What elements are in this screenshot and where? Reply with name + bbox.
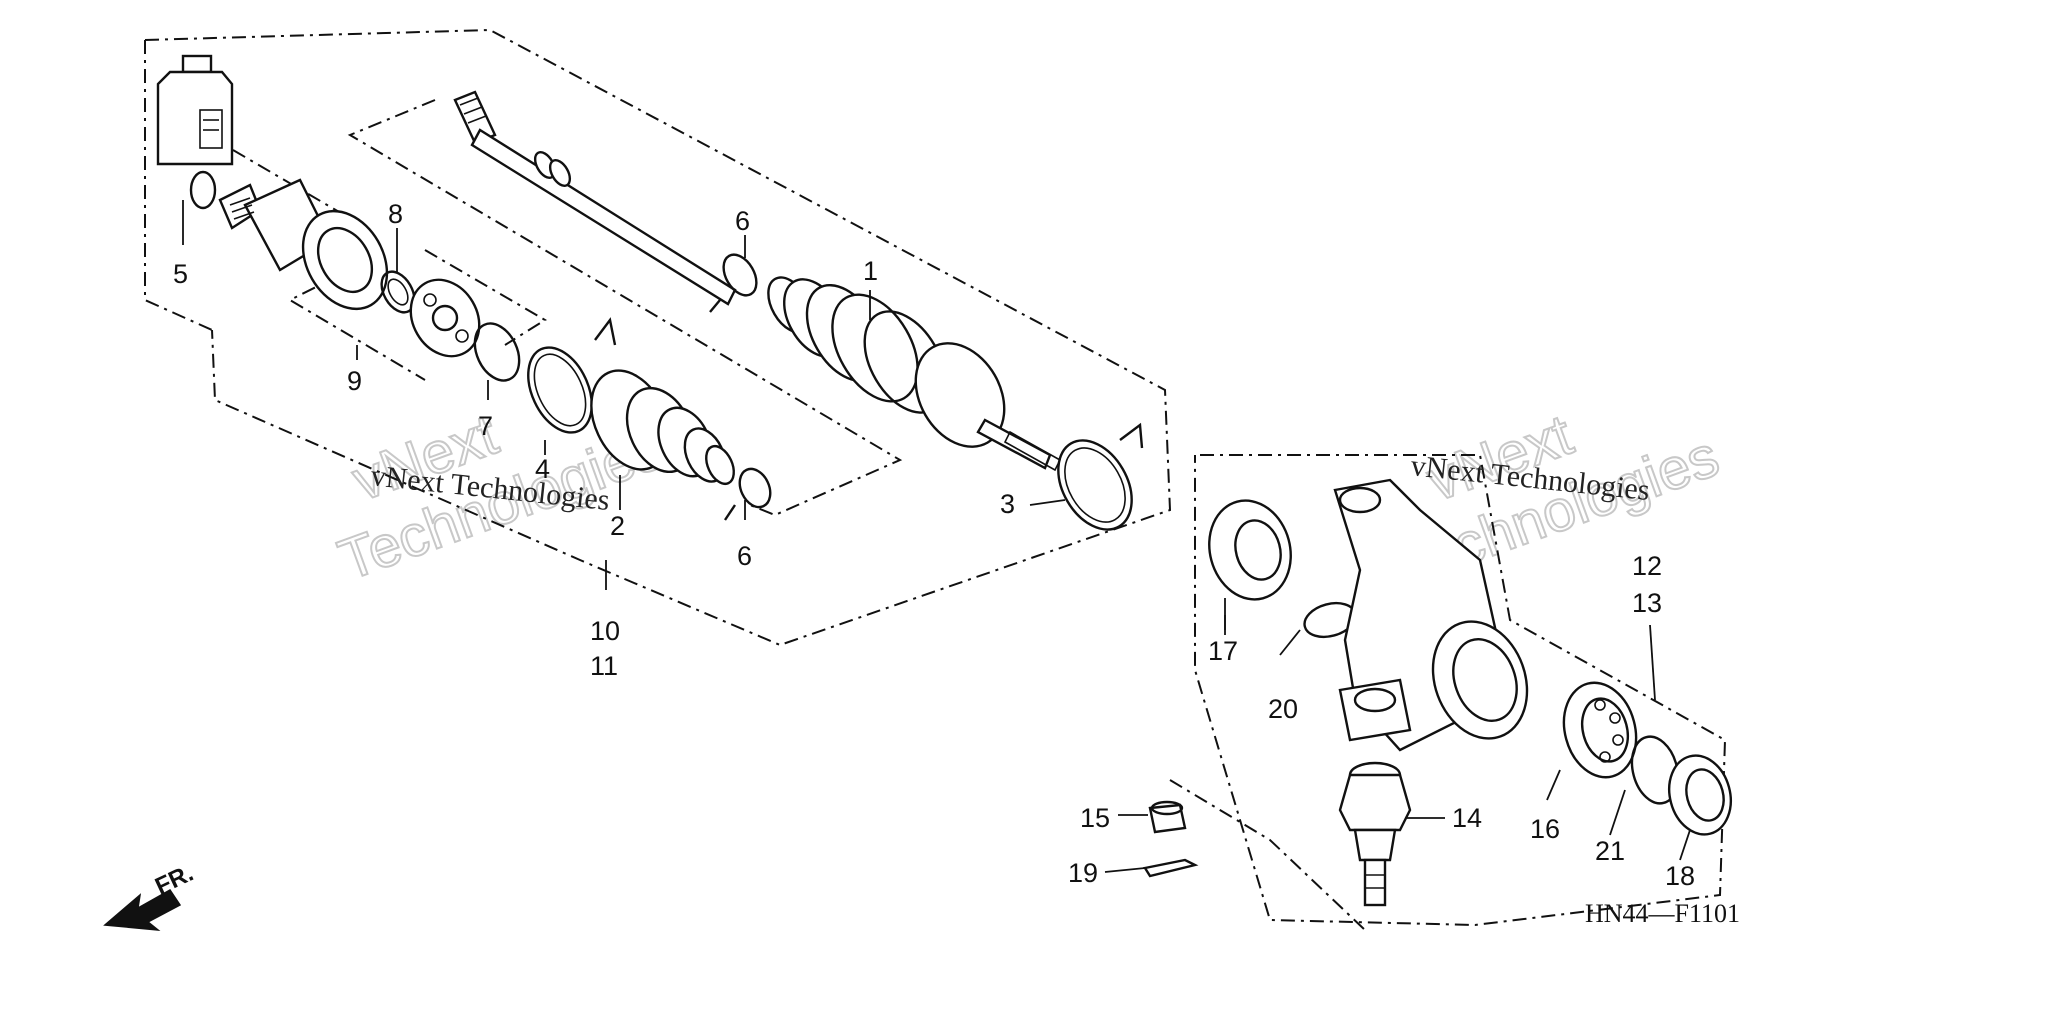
- callout-10: 10: [590, 616, 620, 646]
- part-8-circlip: [380, 270, 416, 314]
- part-1-driveshaft: [453, 90, 1062, 472]
- part-4-boot-band: [527, 317, 617, 434]
- group-outline-knuckle: [1194, 454, 1727, 927]
- part-3-boot-band-large: [1057, 422, 1144, 531]
- part-18-oil-seal: [1668, 754, 1732, 836]
- part-9-inner-joint-housing: [218, 178, 389, 311]
- callout-19: 19: [1068, 858, 1098, 888]
- callout-18: 18: [1665, 861, 1695, 891]
- callout-16: 16: [1530, 814, 1560, 844]
- part-19-cotter-pin: [1143, 858, 1199, 878]
- knuckle-body: [1333, 478, 1529, 752]
- part-9-tripod-spider: [409, 278, 481, 358]
- front-direction-label: FR.: [151, 860, 197, 901]
- callout-9: 9: [347, 366, 362, 396]
- callout-3: 3: [1000, 489, 1015, 519]
- callout-7: 7: [478, 411, 493, 441]
- callout-labels: 1 2 3 4 5 6 6 7 8 9 10 11 12 13 14 15 16…: [173, 199, 1695, 891]
- part-7-snap-ring: [473, 322, 521, 382]
- callout-2: 2: [610, 511, 625, 541]
- callout-14: 14: [1452, 803, 1482, 833]
- callout-4: 4: [535, 454, 550, 484]
- callout-21: 21: [1595, 836, 1625, 866]
- part-6-small-band-lower: [724, 467, 772, 521]
- callout-5: 5: [173, 259, 188, 289]
- callout-20: 20: [1268, 694, 1298, 724]
- diagram-code: HN44—F1101: [1585, 899, 1740, 928]
- callout-12: 12: [1632, 551, 1662, 581]
- part-5-o-ring: [189, 170, 217, 210]
- callout-6-lower: 6: [737, 541, 752, 571]
- oil-bottle-icon: [156, 54, 234, 166]
- callout-15: 15: [1080, 803, 1110, 833]
- front-direction-arrow-icon: FR.: [103, 860, 198, 931]
- part-16-wheel-bearing: [1562, 681, 1638, 779]
- leader-lines: [182, 200, 1691, 873]
- group-outline-driveshaft: [144, 28, 1172, 647]
- callout-8: 8: [388, 199, 403, 229]
- callout-13: 13: [1632, 588, 1662, 618]
- part-2-inner-boot: [590, 369, 735, 486]
- group-outline-ball-joint: [1169, 779, 1366, 931]
- part-15-castle-nut: [1148, 800, 1187, 834]
- callout-1: 1: [863, 256, 878, 286]
- callout-6-upper: 6: [735, 206, 750, 236]
- part-14-ball-joint: [1338, 761, 1412, 907]
- part-17-oil-seal: [1208, 499, 1292, 601]
- callout-11: 11: [590, 651, 618, 681]
- callout-17: 17: [1208, 636, 1238, 666]
- group-outline-inner-joint: [232, 99, 903, 517]
